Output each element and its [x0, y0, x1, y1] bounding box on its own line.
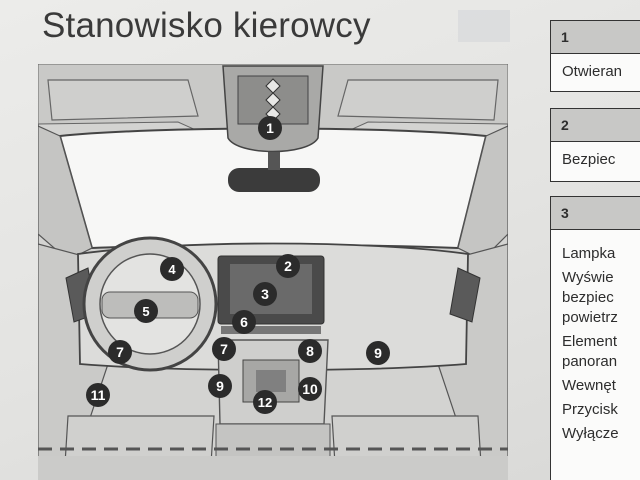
legend-lines: Lampka Wyświe bezpiec powietrz Element p…	[551, 230, 640, 444]
svg-text:11: 11	[91, 387, 106, 403]
legend-number: 2	[551, 109, 640, 142]
svg-text:12: 12	[258, 395, 272, 410]
legend-text: Lampka	[562, 245, 616, 262]
legend-text: Bezpiec	[562, 151, 616, 168]
svg-text:9: 9	[374, 345, 382, 361]
svg-text:3: 3	[261, 286, 269, 302]
legend-text: Otwieran	[562, 63, 623, 80]
legend-text: Przycisk	[562, 401, 618, 418]
svg-text:4: 4	[168, 262, 176, 277]
legend-text: Wyłącze	[562, 425, 619, 442]
svg-text:7: 7	[220, 341, 228, 357]
svg-text:2: 2	[284, 258, 292, 274]
callout-9-right: 10	[298, 377, 322, 401]
svg-text:1: 1	[266, 120, 274, 136]
callout-2: 7	[108, 340, 132, 364]
svg-text:9: 9	[216, 378, 224, 394]
callout-10: 12	[253, 390, 277, 414]
legend-box-1: 1 Otwieran	[550, 20, 640, 92]
legend-number: 1	[551, 21, 640, 54]
callout-7-left: 7	[212, 337, 236, 361]
legend-box-2: 2 Bezpiec	[550, 108, 640, 182]
callout-3: 1	[258, 116, 282, 140]
title-bleed-shadow	[458, 10, 510, 42]
callout-1: 11	[86, 383, 110, 407]
callout-9-left: 9	[208, 374, 232, 398]
svg-text:10: 10	[302, 381, 318, 397]
legend-text: Element	[562, 333, 618, 350]
callout-12: 4	[160, 257, 184, 281]
callout-7-right: 8	[298, 339, 322, 363]
cockpit-illustration: 1 2 3 4 5 6 7 7 8 9 9 10 11 12	[38, 64, 508, 480]
svg-text:8: 8	[306, 343, 314, 359]
callout-8: 9	[366, 341, 390, 365]
legend-number: 3	[551, 197, 640, 230]
svg-text:6: 6	[240, 314, 248, 330]
svg-text:7: 7	[116, 344, 124, 360]
legend-text: panoran	[562, 353, 618, 370]
callout-4: 2	[276, 254, 300, 278]
callout-5: 3	[253, 282, 277, 306]
legend-box-3: 3 Lampka Wyświe bezpiec powietrz Element…	[550, 196, 640, 480]
callout-11: 5	[134, 299, 158, 323]
legend-text: powietrz	[562, 309, 618, 326]
callout-6: 6	[232, 310, 256, 334]
page-title: Stanowisko kierowcy	[42, 6, 371, 45]
legend-text: Wyświe	[562, 269, 614, 286]
legend-text: bezpiec	[562, 289, 614, 306]
legend-text: Wewnęt	[562, 377, 616, 394]
svg-text:5: 5	[142, 304, 149, 319]
